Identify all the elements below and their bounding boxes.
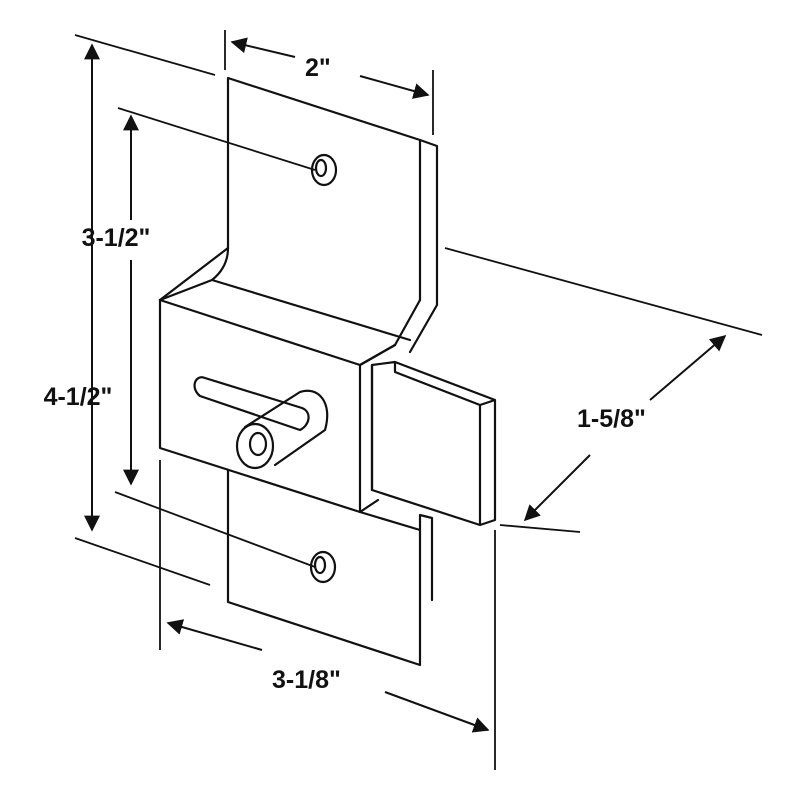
housing-side	[358, 343, 397, 514]
arrow-width-left	[230, 37, 296, 58]
bottom-plate	[226, 468, 434, 667]
arrow-bottom-width-right	[384, 691, 490, 733]
slot	[193, 376, 310, 432]
ext-bottom-left	[74, 537, 211, 586]
latch-body	[158, 76, 497, 667]
arrow-depth-bottom	[523, 454, 591, 522]
housing-top	[158, 278, 412, 367]
top-plate-edge	[393, 138, 439, 354]
arrow-width-right	[359, 75, 430, 99]
ext-bottom-hole	[114, 491, 316, 568]
label-overall-height: 4-1/2"	[44, 383, 113, 411]
ext-depth-top	[444, 247, 763, 336]
knob-face	[235, 422, 275, 470]
dimension-arrows	[84, 37, 727, 733]
housing-front	[158, 298, 362, 514]
top-screw-hole	[310, 153, 338, 187]
ext-depth-bottom	[499, 524, 581, 533]
ext-top-hole	[117, 107, 316, 171]
screw-holes	[309, 153, 338, 584]
arrow-bottom-width-left	[166, 619, 263, 651]
label-bottom-width: 3-1/8"	[272, 666, 341, 694]
bolt	[370, 360, 497, 527]
label-width-top: 2"	[305, 54, 331, 82]
knob-hole	[248, 431, 268, 457]
label-hole-spacing: 3-1/2"	[82, 224, 151, 252]
top-plate	[158, 76, 422, 302]
extension-lines	[74, 30, 763, 770]
label-depth: 1-5/8"	[577, 405, 646, 433]
arrow-depth-top	[649, 334, 727, 401]
bottom-screw-hole	[309, 550, 337, 584]
ext-top-left	[74, 34, 216, 76]
knob-body	[243, 389, 329, 467]
